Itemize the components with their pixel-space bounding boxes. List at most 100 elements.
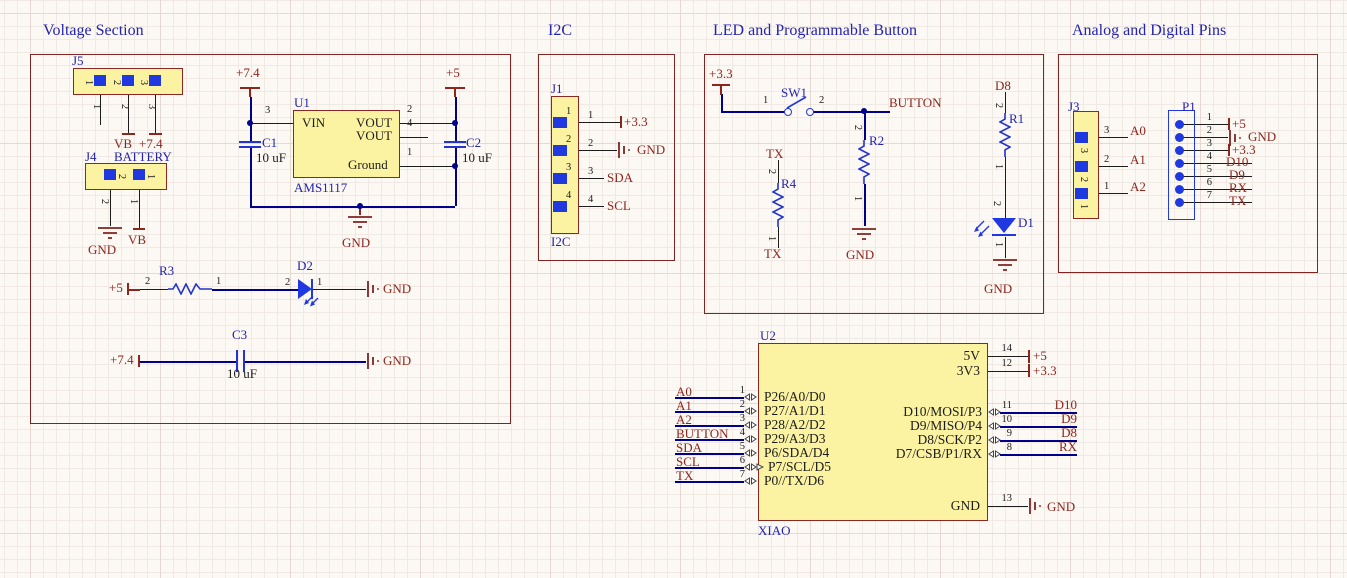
wire[interactable] [1000, 412, 1077, 414]
p1-pin-circle[interactable] [1175, 185, 1184, 194]
wire[interactable] [988, 371, 1028, 373]
wire[interactable] [988, 356, 1028, 358]
wire[interactable] [864, 111, 866, 140]
sw1-contact[interactable] [806, 108, 814, 116]
wire[interactable] [250, 206, 455, 208]
wire[interactable] [721, 94, 723, 112]
p1-pin-wire[interactable] [1180, 176, 1252, 178]
j4-connector-body[interactable] [85, 163, 167, 190]
wire[interactable] [140, 289, 168, 291]
wire[interactable] [1005, 237, 1007, 258]
p1-pin-circle[interactable] [1175, 120, 1184, 129]
c1-plate[interactable] [239, 141, 261, 143]
wire[interactable] [778, 160, 780, 183]
j5-pin2-line[interactable] [128, 86, 130, 133]
p1-pin-circle[interactable] [1175, 198, 1184, 207]
gnd-symbol[interactable] [851, 227, 877, 241]
wire[interactable] [455, 123, 457, 141]
wire[interactable] [1000, 440, 1077, 442]
u1-pin1-wire[interactable] [400, 166, 455, 168]
j1-pad-1[interactable] [553, 117, 567, 128]
wire[interactable] [250, 97, 252, 123]
j5-pad-1[interactable] [94, 75, 106, 86]
j3-pad-3[interactable] [1075, 132, 1088, 143]
j1-pin1-wire[interactable] [566, 122, 620, 124]
gnd-symbol[interactable] [366, 352, 380, 370]
p1-pin-circle[interactable] [1175, 133, 1184, 142]
wire[interactable] [778, 227, 780, 248]
wire[interactable] [675, 425, 744, 427]
wire[interactable] [675, 439, 744, 441]
c2-plate[interactable] [444, 146, 466, 148]
c3-plate[interactable] [236, 350, 238, 372]
wire[interactable] [250, 148, 252, 206]
j4-pin2-line[interactable] [110, 180, 112, 226]
j4-pad-2[interactable] [104, 169, 116, 180]
wire[interactable] [455, 148, 457, 206]
c1-plate[interactable] [239, 146, 261, 148]
u1-pin3-wire[interactable] [250, 123, 293, 125]
j4-pin1-line[interactable] [139, 180, 141, 228]
j1-pad-3[interactable] [553, 173, 567, 184]
c3-plate[interactable] [243, 350, 245, 372]
wire[interactable] [721, 111, 785, 113]
p1-pin-circle[interactable] [1175, 172, 1184, 181]
wire[interactable] [312, 289, 366, 291]
p1-pin-wire[interactable] [1180, 150, 1228, 152]
wire[interactable] [675, 411, 744, 413]
j3-pin2-wire[interactable] [1082, 166, 1128, 168]
gnd-symbol[interactable] [347, 215, 373, 229]
gnd-symbol[interactable] [97, 226, 123, 240]
wire[interactable] [250, 123, 252, 141]
wire[interactable] [245, 361, 366, 363]
j1-pin3-wire[interactable] [566, 178, 604, 180]
wire[interactable] [1000, 426, 1077, 428]
wire[interactable] [212, 289, 298, 291]
p1-pin-wire[interactable] [1180, 137, 1228, 139]
c2-plate[interactable] [444, 141, 466, 143]
j1-pad-2[interactable] [553, 145, 567, 156]
wire[interactable] [812, 111, 890, 113]
j1-pin4-wire[interactable] [566, 206, 604, 208]
u1-pin4-wire[interactable] [400, 137, 428, 139]
j1-pad-4[interactable] [553, 201, 567, 212]
u2-body[interactable] [758, 343, 988, 521]
j5-pin3-line[interactable] [155, 86, 157, 133]
wire[interactable] [675, 481, 744, 483]
wire[interactable] [140, 361, 237, 363]
p1-pin-circle[interactable] [1175, 159, 1184, 168]
u2-pin-name: P27/A1/D1 [764, 403, 826, 418]
u1-pin2-wire[interactable] [400, 123, 455, 125]
p1-pin-wire[interactable] [1180, 202, 1252, 204]
r3-resistor[interactable] [168, 283, 212, 295]
gnd-symbol[interactable] [1028, 497, 1042, 515]
wire[interactable] [864, 184, 866, 226]
gnd-symbol[interactable] [366, 280, 380, 298]
p1-pin-circle[interactable] [1175, 146, 1184, 155]
p1-header-body[interactable] [1168, 110, 1195, 220]
p1-pin-wire[interactable] [1180, 163, 1252, 165]
wire[interactable] [1005, 157, 1007, 218]
j1-pin2-wire[interactable] [566, 150, 617, 152]
j5-pad-3[interactable] [149, 75, 161, 86]
j3-pin1-wire[interactable] [1082, 193, 1128, 195]
j3-pad-2[interactable] [1075, 161, 1088, 172]
j3-pin3-wire[interactable] [1082, 137, 1128, 139]
j4-pad-1[interactable] [133, 169, 145, 180]
p1-pin-wire[interactable] [1180, 124, 1228, 126]
u1-body[interactable] [293, 110, 400, 178]
j5-pad-2[interactable] [122, 75, 134, 86]
wire[interactable] [1000, 454, 1077, 456]
gnd-symbol[interactable] [617, 141, 631, 159]
sw1-contact[interactable] [784, 108, 792, 116]
wire[interactable] [1005, 92, 1007, 113]
wire[interactable] [988, 506, 1028, 508]
wire[interactable] [675, 453, 744, 455]
wire[interactable] [675, 467, 744, 469]
p1-pin-wire[interactable] [1180, 189, 1252, 191]
j5-pin1-line[interactable] [100, 86, 102, 125]
wire[interactable] [455, 97, 457, 123]
j3-pad-1[interactable] [1075, 188, 1088, 199]
wire[interactable] [675, 397, 744, 399]
gnd-symbol[interactable] [992, 258, 1018, 272]
